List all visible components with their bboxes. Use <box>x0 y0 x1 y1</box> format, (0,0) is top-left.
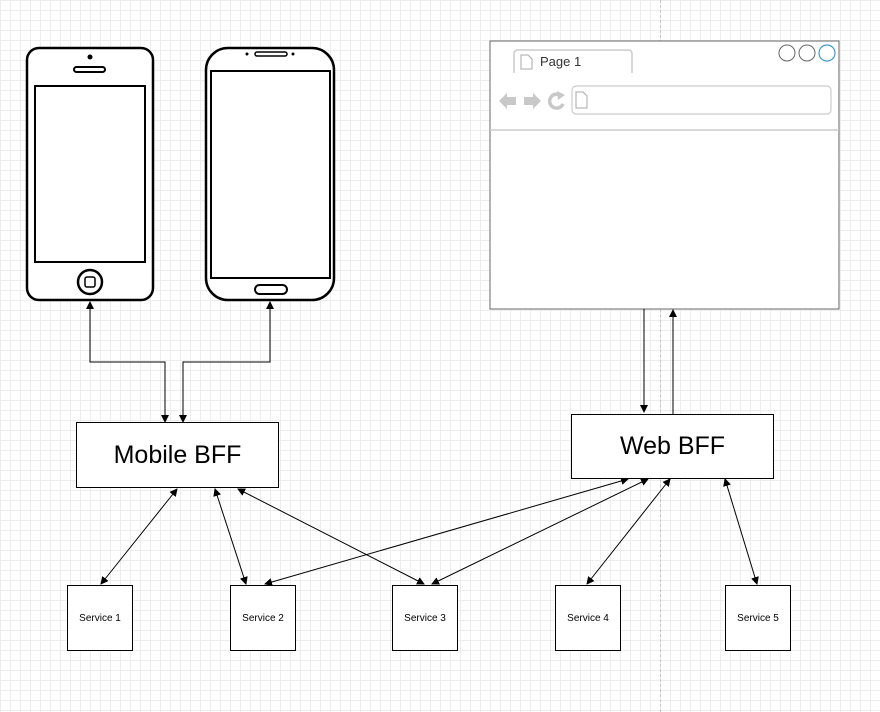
service-2-label: Service 2 <box>242 612 284 624</box>
window-maximize-button[interactable] <box>818 44 836 62</box>
mobile-bff-node[interactable]: Mobile BFF <box>76 422 279 488</box>
mobile-bff-service2 <box>213 488 248 585</box>
reload-icon[interactable] <box>547 91 565 110</box>
back-arrow-icon[interactable] <box>499 93 516 109</box>
service-3-label: Service 3 <box>404 612 446 624</box>
android-to-mobile-bff <box>179 301 274 423</box>
iphone-icon <box>25 46 155 302</box>
android-phone-icon <box>204 46 336 302</box>
window-close-button[interactable] <box>778 44 796 62</box>
address-bar[interactable] <box>571 85 832 115</box>
service-2-node[interactable]: Service 2 <box>230 585 296 651</box>
web-bff-service2 <box>264 477 629 586</box>
service-4-label: Service 4 <box>567 612 609 624</box>
service-1-node[interactable]: Service 1 <box>67 585 133 651</box>
browser-window: Page 1 <box>489 40 840 310</box>
service-3-node[interactable]: Service 3 <box>392 585 458 651</box>
service-1-label: Service 1 <box>79 612 121 624</box>
iphone-to-mobile-bff <box>86 301 169 423</box>
service-4-node[interactable]: Service 4 <box>555 585 621 651</box>
service-5-label: Service 5 <box>737 612 779 624</box>
web-bff-service4 <box>586 478 671 585</box>
window-minimize-button[interactable] <box>798 44 816 62</box>
mobile-bff-service1 <box>100 488 178 585</box>
connector-lines <box>86 301 759 586</box>
mobile-bff-service3 <box>237 488 425 585</box>
web-bff-service5 <box>723 478 759 585</box>
web-bff-label: Web BFF <box>619 432 726 460</box>
mobile-bff-label: Mobile BFF <box>113 440 242 469</box>
forward-arrow-icon[interactable] <box>524 93 541 109</box>
web-bff-service3 <box>431 478 649 585</box>
web-bff-node[interactable]: Web BFF <box>571 414 774 479</box>
service-5-node[interactable]: Service 5 <box>725 585 791 651</box>
page-guide-line <box>660 0 661 712</box>
browser-tab-label[interactable]: Page 1 <box>540 54 581 69</box>
